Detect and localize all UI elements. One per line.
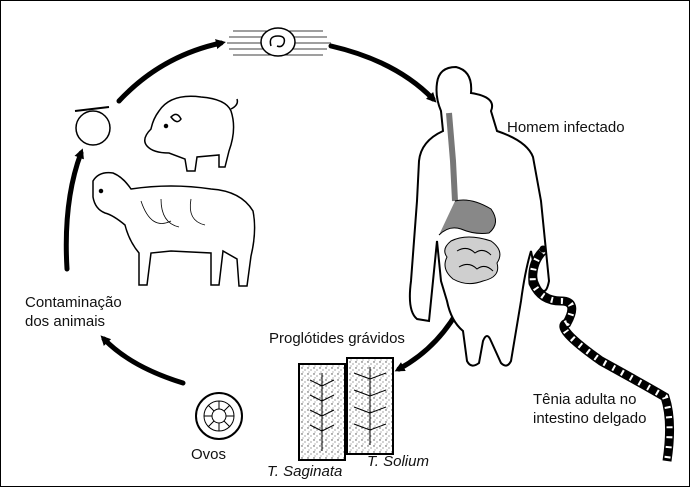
- pig-icon: [145, 96, 238, 171]
- label-tenia-l2: intestino delgado: [533, 410, 646, 428]
- label-proglotides: Proglótides grávidos: [269, 330, 405, 348]
- proglottid-saginata: [299, 364, 345, 460]
- tapeworm-icon: [533, 246, 670, 461]
- label-solium: T. Solium: [367, 453, 429, 471]
- label-saginata: T. Saginata: [267, 463, 342, 481]
- arrow-to-human: [331, 46, 433, 99]
- arrow-to-cyst: [119, 43, 221, 101]
- label-homem-infectado: Homem infectado: [507, 119, 625, 137]
- arrow-to-intermediate: [66, 153, 81, 269]
- label-contaminacao-l1: Contaminação: [25, 294, 122, 312]
- arrow-to-contamination: [104, 339, 183, 383]
- cysticercus-icon: [227, 28, 331, 56]
- label-tenia-l1: Tênia adulta no: [533, 391, 636, 409]
- contamination-circle: [75, 107, 110, 145]
- egg-icon: [196, 393, 242, 439]
- label-ovos: Ovos: [191, 446, 226, 464]
- proglottid-solium: [347, 358, 393, 454]
- cow-icon: [93, 173, 255, 286]
- label-contaminacao-l2: dos animais: [25, 313, 105, 331]
